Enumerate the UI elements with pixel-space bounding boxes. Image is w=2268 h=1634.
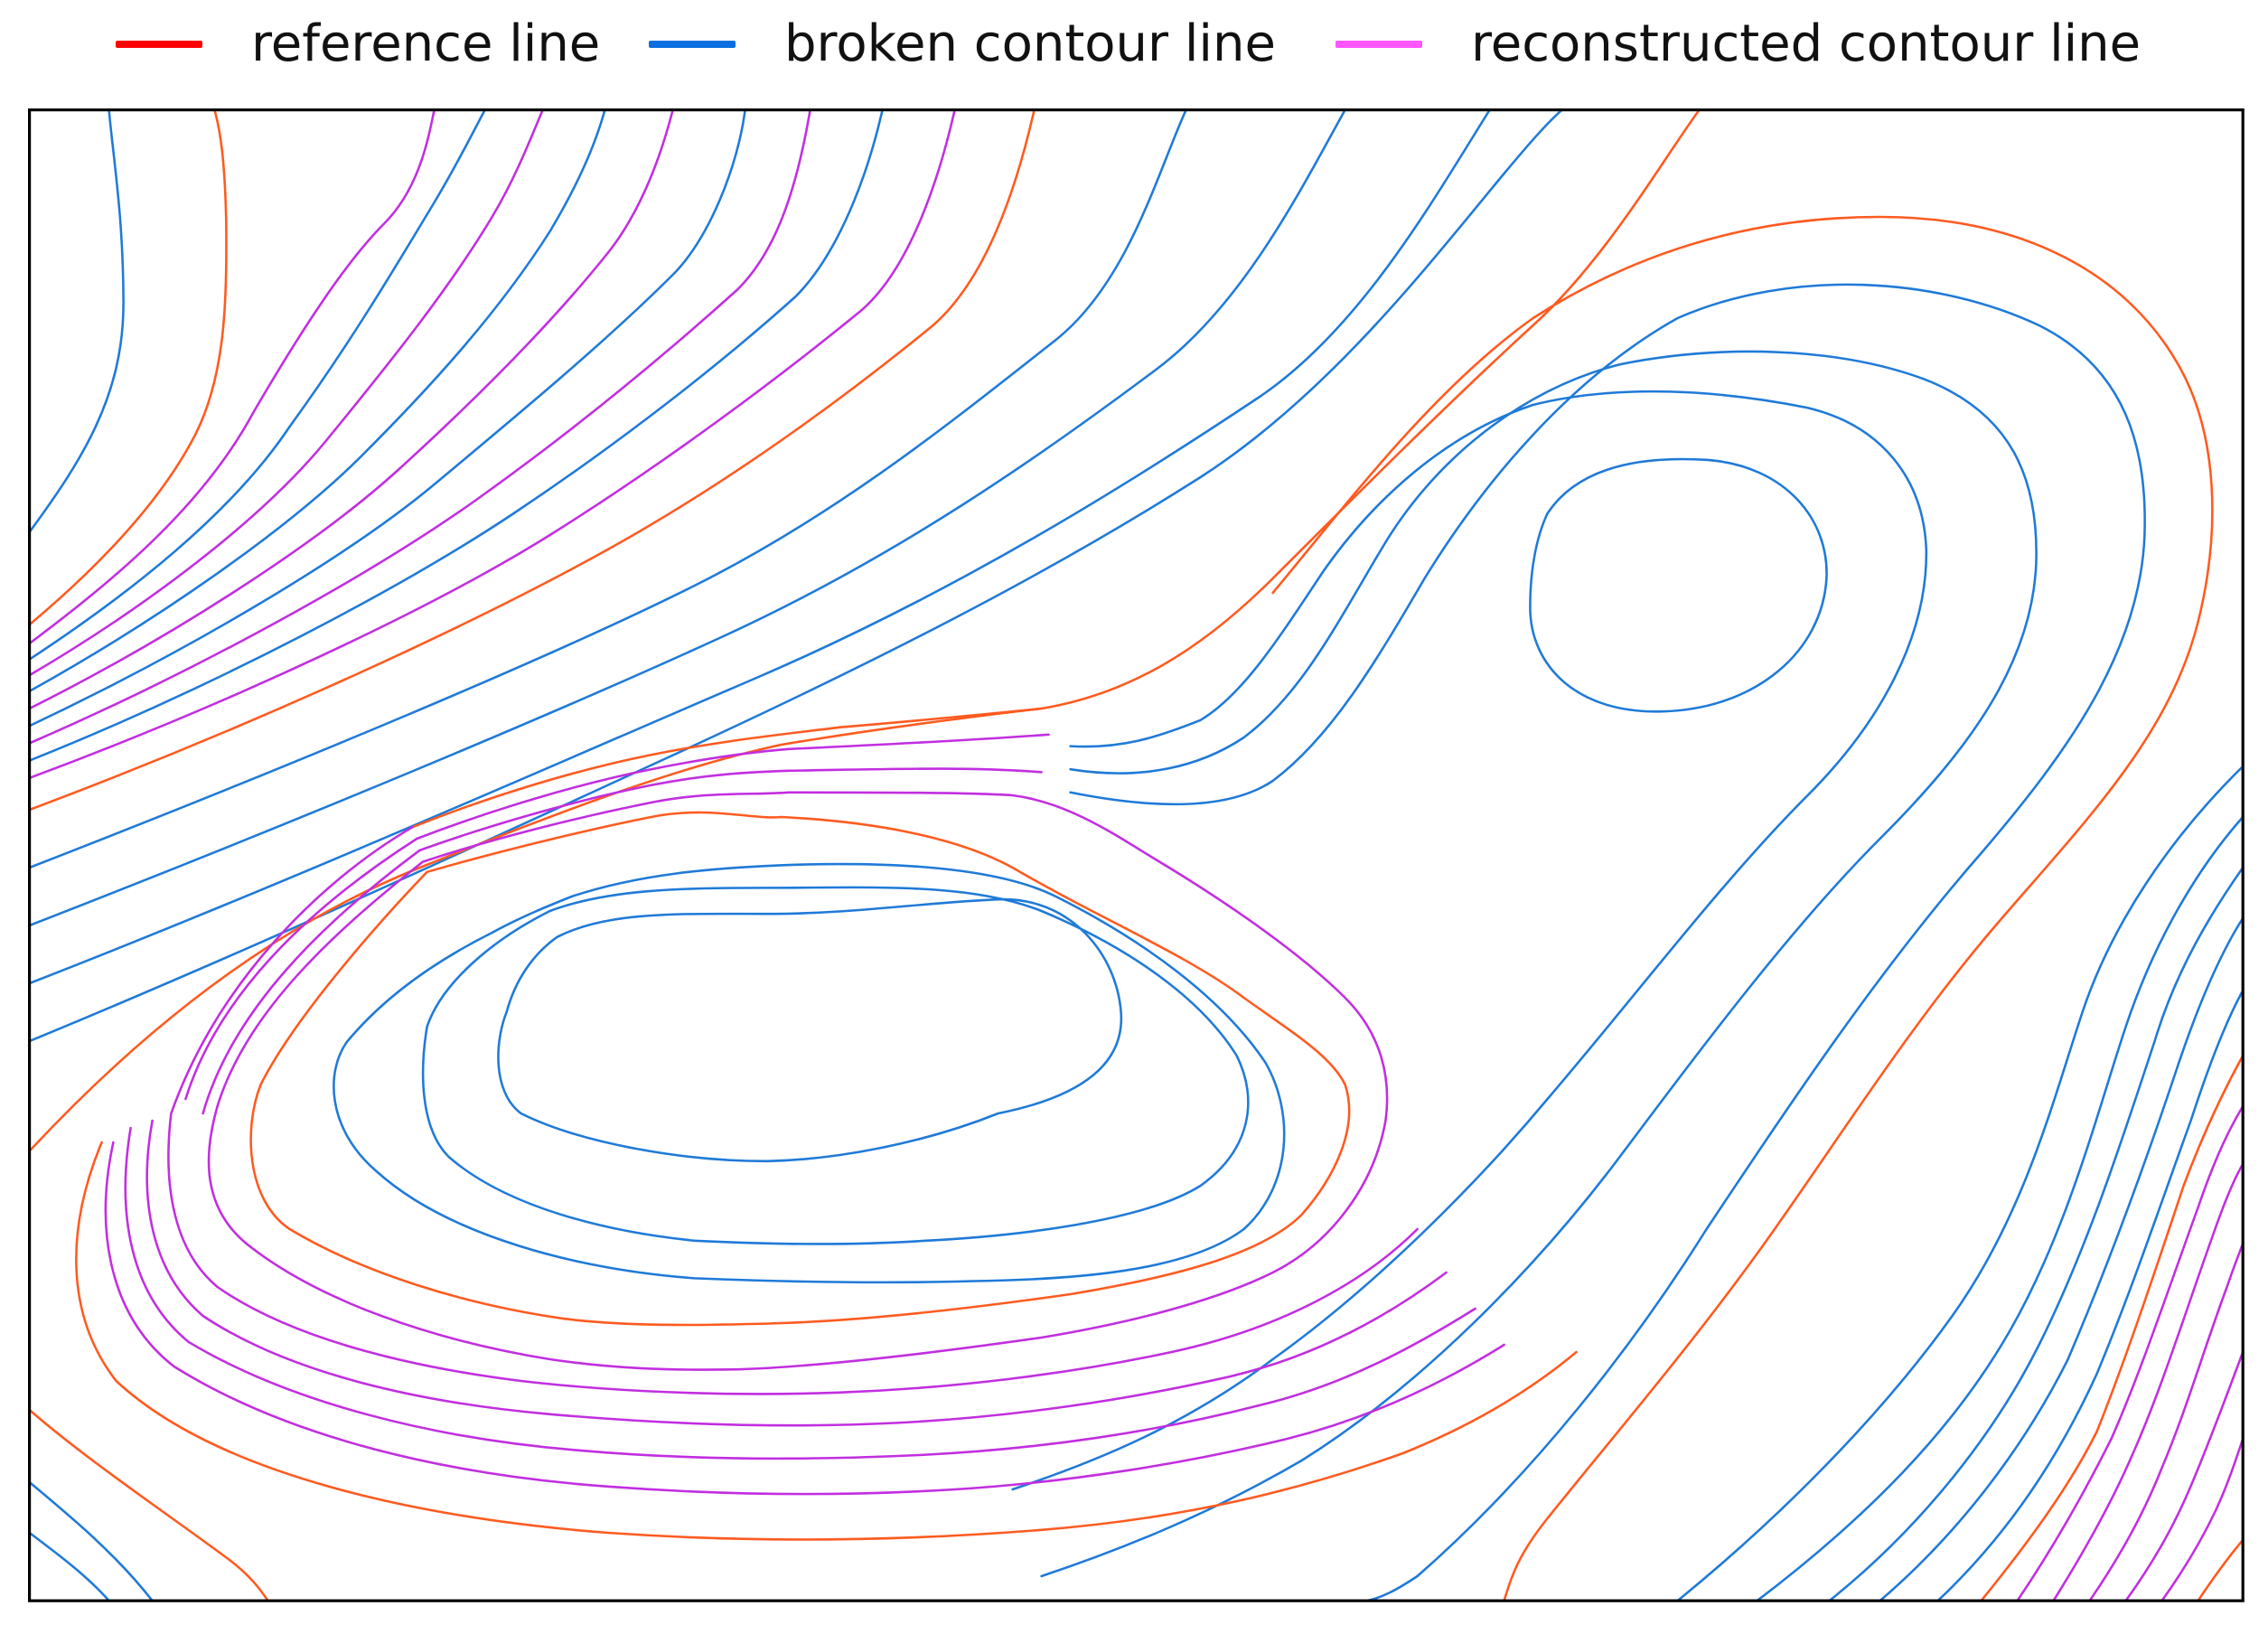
contour-line-broken <box>1828 866 2244 1601</box>
contour-line-reconstructed <box>2160 1437 2244 1601</box>
contour-line-reference <box>411 707 1043 829</box>
contour-line-broken <box>29 109 1187 869</box>
contour-line-reference <box>1271 215 2214 1601</box>
legend-swatch-reconstructed <box>1335 41 1422 48</box>
contour-line-broken <box>1040 350 2038 1578</box>
legend-item-broken: broken contour line <box>649 13 1276 76</box>
contour-line-reconstructed <box>2124 1350 2244 1601</box>
contour-line-reference <box>75 1141 1578 1541</box>
legend: reference line broken contour line recon… <box>0 0 2268 99</box>
contour-line-reconstructed <box>29 109 956 780</box>
contour-line-broken <box>1011 390 1928 1491</box>
contour-line-reference <box>1980 1054 2244 1601</box>
contour-line-reference <box>29 1408 269 1601</box>
contour-line-broken <box>29 109 125 534</box>
contour-line-broken <box>29 109 486 661</box>
legend-label-reference: reference line <box>251 14 601 73</box>
contour-line-broken <box>29 109 746 728</box>
contour-line-reconstructed <box>29 109 544 677</box>
legend-swatch-reference <box>116 41 202 48</box>
contour-line-broken <box>333 862 1286 1284</box>
contour-line-reconstructed <box>2052 1162 2244 1601</box>
contour-line-reconstructed <box>124 1126 1476 1460</box>
legend-item-reconstructed: reconstructed contour line <box>1335 13 2141 76</box>
contour-line-broken <box>1676 765 2244 1601</box>
legend-item-reference: reference line <box>116 13 600 76</box>
legend-label-broken: broken contour line <box>784 14 1276 73</box>
contour-line-broken <box>421 886 1250 1245</box>
contour-line-reference <box>29 109 1036 812</box>
contour-line-broken <box>29 1531 110 1601</box>
contour-line-broken <box>1879 916 2244 1601</box>
contour-line-reconstructed <box>145 1119 1448 1427</box>
contour-line-broken <box>1756 815 2244 1601</box>
contour-line-reference <box>249 811 1351 1327</box>
legend-label-reconstructed: reconstructed contour line <box>1471 14 2141 73</box>
contour-line-reconstructed <box>207 791 1389 1371</box>
contour-line-reference <box>29 109 228 626</box>
contour-line-broken <box>29 109 884 762</box>
contour-line-reconstructed <box>2088 1242 2244 1601</box>
contour-line-broken <box>29 109 1563 1043</box>
contour-line-reconstructed <box>184 837 418 1101</box>
contour-line-reconstructed <box>418 767 1043 852</box>
contour-line-reconstructed <box>416 733 1050 840</box>
legend-swatch-broken <box>649 41 736 48</box>
contour-line-reconstructed <box>29 109 674 710</box>
contour-line-broken <box>29 109 1346 927</box>
contour-line-broken <box>1936 989 2244 1601</box>
contour-line-broken <box>1069 283 2146 1601</box>
contour-line-reconstructed <box>104 1141 1505 1496</box>
contour-line-reference <box>2197 1538 2244 1601</box>
contour-line-reconstructed <box>2016 1104 2244 1601</box>
contour-line-broken <box>29 109 1491 985</box>
contour-line-reconstructed <box>29 109 436 645</box>
contour-line-reconstructed <box>29 109 811 745</box>
contour-line-broken <box>1529 457 1828 713</box>
contour-line-broken <box>29 1480 154 1601</box>
contour-line-reconstructed <box>201 849 421 1115</box>
contour-line-broken <box>497 897 1122 1163</box>
contour-line-broken <box>29 109 606 693</box>
plot-frame <box>28 108 2245 1602</box>
contour-line-reconstructed <box>167 825 1419 1395</box>
